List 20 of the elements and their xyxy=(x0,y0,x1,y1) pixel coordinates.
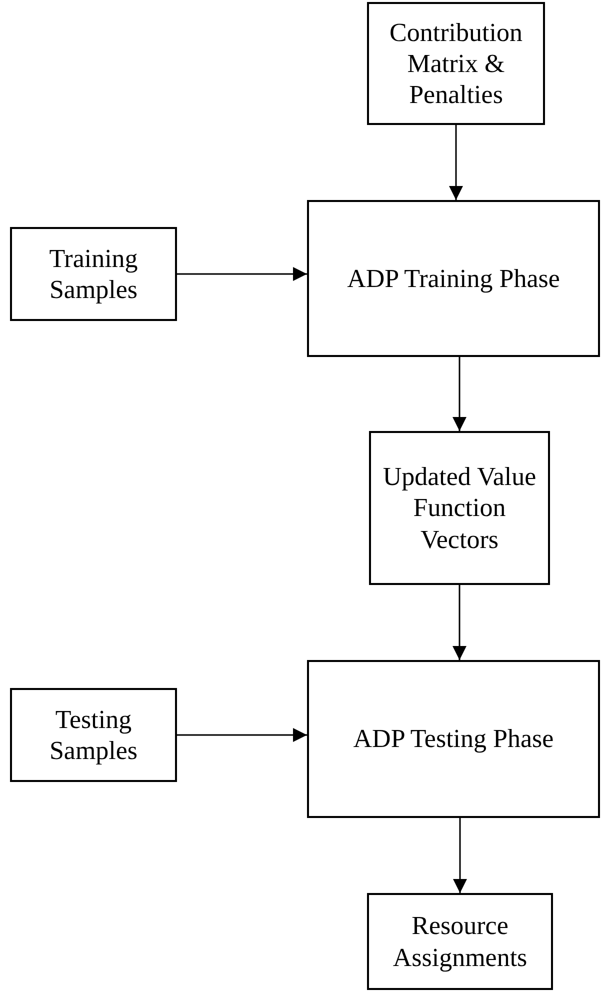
arrow xyxy=(452,357,466,431)
box-label: Updated Value Function Vectors xyxy=(382,461,538,555)
box-label: ADP Training Phase xyxy=(347,262,560,294)
arrow xyxy=(177,728,307,742)
arrow xyxy=(177,267,307,281)
process-box xyxy=(367,893,553,990)
arrow xyxy=(453,818,467,893)
box-label: Resource Assignments xyxy=(392,910,528,973)
process-box xyxy=(10,688,177,782)
box-label: Training Samples xyxy=(48,242,139,306)
process-box xyxy=(307,200,600,357)
process-box xyxy=(10,227,177,321)
process-box xyxy=(307,660,600,818)
process-box xyxy=(369,431,550,585)
arrow xyxy=(452,585,466,660)
box-label: ADP Testing Phase xyxy=(353,723,554,755)
box-label: Testing Samples xyxy=(48,704,139,766)
box-label: Contribution Matrix & Penalties xyxy=(388,16,524,110)
process-box xyxy=(367,2,545,125)
arrow xyxy=(449,125,463,200)
